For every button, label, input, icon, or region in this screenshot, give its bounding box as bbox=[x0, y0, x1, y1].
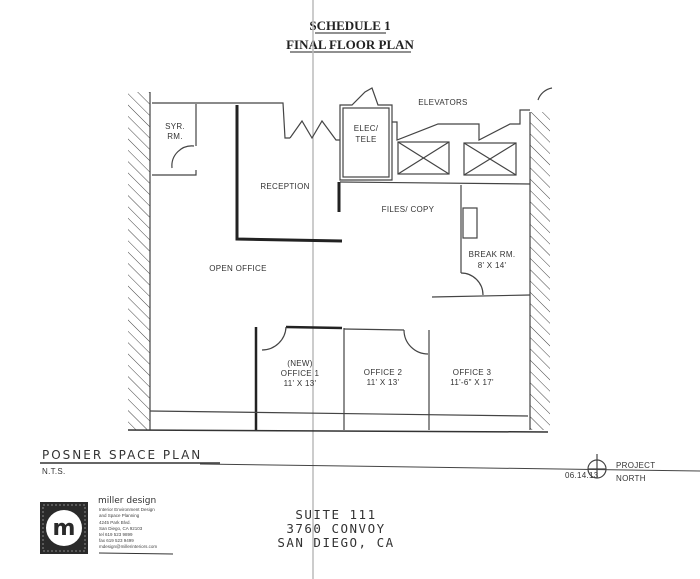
logo-letter: m bbox=[53, 516, 76, 541]
break-room-door-swing[interactable] bbox=[460, 272, 484, 296]
syr-wall bbox=[152, 170, 197, 176]
reception-wall bbox=[235, 105, 343, 243]
north-label: PROJECT bbox=[616, 461, 655, 470]
company-line: and Space Planning bbox=[99, 513, 140, 518]
elec-tele-room bbox=[339, 87, 393, 181]
office1-label: OFFICE 1 bbox=[281, 369, 320, 378]
company-line: fax 619 523 9499 bbox=[99, 538, 134, 543]
elec-inner-wall bbox=[342, 107, 390, 178]
company-line: San Diego, CA 92103 bbox=[99, 526, 143, 531]
office2-top-wall bbox=[343, 328, 405, 331]
company-name: miller design bbox=[98, 496, 156, 506]
company-line: tel 619 523 9899 bbox=[99, 532, 133, 537]
suite-number: SUITE 111 bbox=[295, 507, 376, 522]
right-exterior-wall bbox=[530, 112, 550, 430]
office1-size: 11' X 13' bbox=[284, 379, 317, 388]
syr-room-label: SYR. bbox=[165, 122, 185, 131]
stair-door-arc bbox=[537, 87, 553, 101]
plan-date: 06.14.13 bbox=[565, 471, 599, 480]
street-address: 3760 CONVOY bbox=[286, 521, 385, 536]
open-office-label: OPEN OFFICE bbox=[209, 264, 267, 273]
office3-label: OFFICE 3 bbox=[453, 368, 492, 377]
company-line: Interior Environment Design bbox=[99, 507, 155, 512]
office1-note: (NEW) bbox=[287, 359, 313, 368]
office2-size: 11' X 13' bbox=[367, 378, 400, 387]
elevator-car bbox=[463, 142, 517, 176]
office1-door-swing[interactable] bbox=[261, 326, 287, 351]
syr-door-swing[interactable] bbox=[171, 145, 195, 169]
elec-tele-label: TELE bbox=[355, 135, 376, 144]
scale-note: N.T.S. bbox=[42, 467, 66, 476]
company-underline bbox=[98, 552, 174, 555]
left-exterior-wall bbox=[128, 92, 150, 430]
top-wall bbox=[152, 102, 290, 139]
syr-room-label: RM. bbox=[167, 132, 183, 141]
elec-tele-label: ELEC/ bbox=[354, 124, 379, 133]
north-label: NORTH bbox=[616, 474, 646, 483]
office2-label: OFFICE 2 bbox=[364, 368, 403, 377]
elevator-shaft-wall bbox=[392, 109, 530, 141]
bottom-exterior-wall bbox=[127, 429, 549, 433]
corridor-wall bbox=[339, 181, 531, 185]
elevators-label: ELEVATORS bbox=[418, 98, 467, 107]
office2-door-swing[interactable] bbox=[403, 329, 429, 355]
window-line bbox=[149, 410, 529, 417]
break-room-size: 8' X 14' bbox=[478, 261, 507, 270]
schedule-title: SCHEDULE 1 bbox=[309, 18, 390, 33]
bifold-door[interactable] bbox=[289, 119, 340, 141]
plan-title: POSNER SPACE PLAN bbox=[42, 448, 202, 462]
office1-top-wall bbox=[285, 325, 343, 330]
reception-label: RECEPTION bbox=[260, 182, 309, 191]
break-room-label: BREAK RM. bbox=[469, 250, 516, 259]
north-arrow-icon bbox=[587, 454, 607, 479]
title-block-line bbox=[199, 463, 700, 472]
miller-design-logo: m bbox=[40, 502, 88, 554]
break-room-bottom-wall bbox=[431, 294, 531, 298]
company-line: 4245 Park Blvd. bbox=[99, 520, 131, 525]
files-copy-label: FILES/ COPY bbox=[382, 205, 435, 214]
plan-heading: FINAL FLOOR PLAN bbox=[286, 37, 414, 52]
office3-size: 11'-6" X 17' bbox=[450, 378, 494, 387]
company-line: mdesign@millerinteriors.com bbox=[99, 544, 157, 549]
city-state: SAN DIEGO, CA bbox=[277, 535, 394, 550]
elevator-car bbox=[397, 141, 450, 175]
sink-icon bbox=[462, 207, 478, 239]
